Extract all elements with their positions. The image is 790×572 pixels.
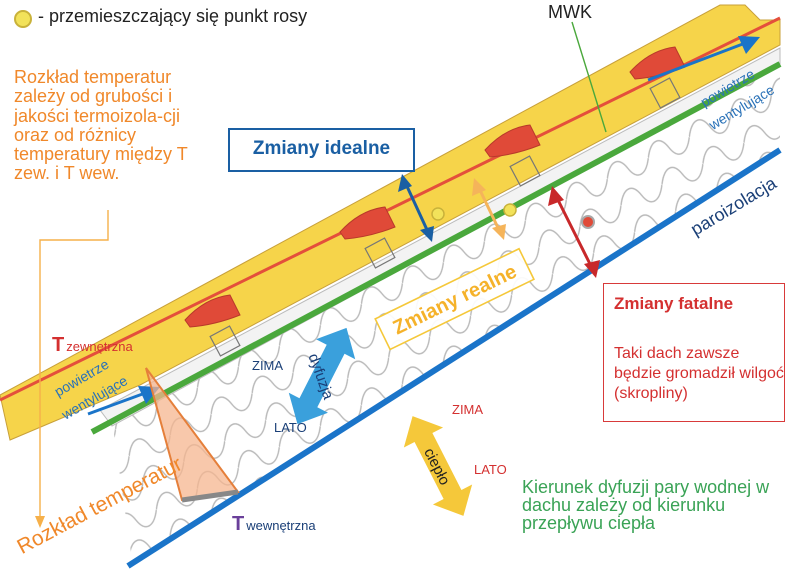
orange-guide-line	[39, 210, 109, 520]
ideal-change-arrow-icon	[398, 174, 434, 242]
lato-right-label: LATO	[474, 462, 507, 477]
mwk-label: MWK	[548, 2, 592, 22]
dew-point-ideal-icon	[431, 207, 445, 221]
dew-point-dot-icon	[14, 10, 32, 28]
real-change-arrow-icon	[472, 178, 506, 240]
airflow-arrow-top-icon	[647, 36, 760, 82]
fatal-change-arrow-icon	[548, 186, 600, 278]
zima-left-label: ZIMA	[252, 358, 283, 373]
mwk-membrane-line	[90, 61, 782, 435]
temperature-note: Rozkład temperatur zależy od grubości i …	[14, 67, 188, 184]
real-changes-box	[374, 247, 535, 351]
ideal-changes-label: Zmiany idealne	[252, 138, 391, 159]
ideal-changes-box: Zmiany idealne	[228, 128, 415, 172]
fatal-changes-box: Zmiany fatalne Taki dach zawsze będzie g…	[603, 283, 785, 422]
mwk-pointer-line	[571, 21, 607, 133]
zima-right-label: ZIMA	[452, 402, 483, 417]
diffusion-arrow-icon	[288, 327, 356, 425]
dew-point-fatal-icon	[581, 215, 595, 229]
legend-text: - przemieszczający się punkt rosy	[38, 6, 308, 26]
dew-point-real-icon	[503, 203, 517, 217]
heat-arrow-icon	[403, 416, 473, 516]
vapor-barrier-line	[126, 147, 782, 569]
diffusion-direction-note: Kierunek dyfuzji pary wodnej w dachu zal…	[522, 477, 770, 533]
fatal-changes-text: Taki dach zawsze będzie gromadził wilgoć…	[614, 345, 784, 402]
fatal-changes-title: Zmiany fatalne	[614, 294, 734, 313]
lato-left-label: LATO	[274, 420, 307, 435]
